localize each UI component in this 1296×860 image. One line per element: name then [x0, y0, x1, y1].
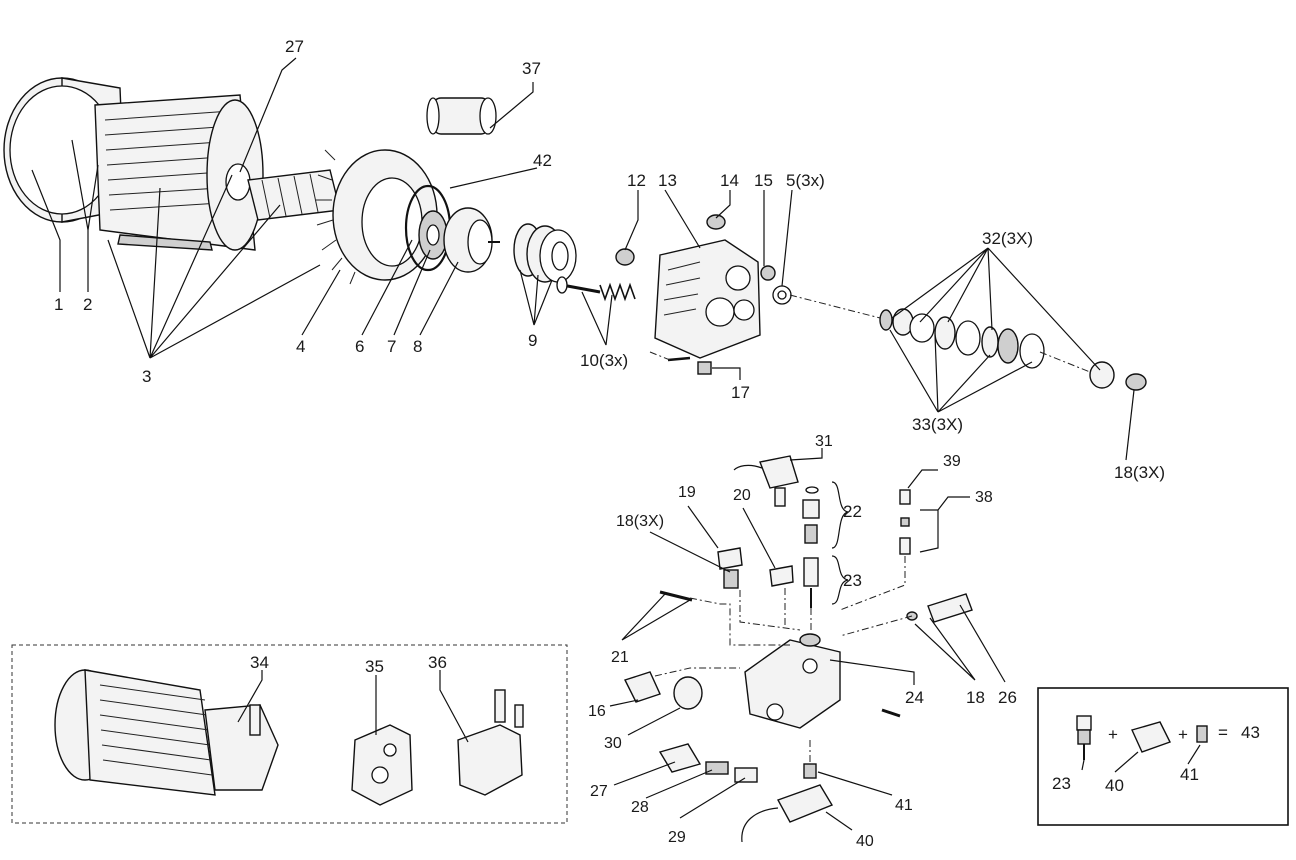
kit-label-41: 41	[1180, 765, 1199, 784]
pump-head-35	[351, 724, 413, 806]
plug-19	[717, 547, 743, 589]
callout-36: 36	[428, 653, 447, 672]
callout-20: 20	[733, 487, 751, 504]
kit-box	[1037, 687, 1289, 826]
callout-24: 24	[905, 688, 924, 707]
callout-18-right: 18(3X)	[1114, 463, 1165, 482]
callout-8: 8	[413, 337, 422, 356]
callout-21: 21	[611, 649, 629, 666]
callout-17: 17	[731, 383, 750, 402]
callout-27-top: 27	[285, 37, 304, 56]
seal-set-9	[513, 223, 577, 283]
capsule-37	[426, 97, 497, 135]
kit-label-43: 43	[1241, 723, 1260, 742]
piston-spring-10	[556, 276, 636, 302]
callout-18-bottom: 18	[966, 688, 985, 707]
callout-34: 34	[250, 653, 269, 672]
microswitch-31	[733, 455, 799, 507]
elbow-16	[624, 671, 661, 703]
callout-15: 15	[754, 171, 773, 190]
kit-part-40-icon	[1131, 721, 1171, 753]
callout-39: 39	[943, 453, 961, 470]
complete-unit-34	[54, 669, 279, 796]
valve-assembly-36	[457, 689, 524, 796]
injector-38-39	[899, 489, 911, 555]
plug-12	[615, 248, 635, 266]
callout-18-left: 18(3X)	[616, 513, 664, 530]
callout-12: 12	[627, 171, 646, 190]
callout-38: 38	[975, 489, 993, 506]
elbow-27	[658, 743, 702, 773]
plug-14	[706, 214, 726, 230]
kit-plus-2: +	[1178, 725, 1188, 744]
fitting-41	[803, 763, 817, 779]
callout-30: 30	[604, 735, 622, 752]
kit-label-40: 40	[1105, 776, 1124, 795]
callout-32: 32(3X)	[982, 229, 1033, 248]
unloader-22-23	[802, 486, 820, 608]
callout-42: 42	[533, 151, 552, 170]
outlet-26	[906, 593, 973, 623]
plug-15	[760, 265, 776, 281]
callout-14: 14	[720, 171, 739, 190]
box-40	[741, 784, 834, 843]
washer-5	[772, 285, 792, 305]
callout-29: 29	[668, 829, 686, 846]
assembly-inset	[11, 644, 568, 824]
callout-35: 35	[365, 657, 384, 676]
assembly-centerlines	[649, 294, 1091, 762]
plug-20	[769, 565, 794, 587]
callout-9: 9	[528, 331, 537, 350]
callout-13: 13	[658, 171, 677, 190]
kit-label-23: 23	[1052, 774, 1071, 793]
callout-6: 6	[355, 337, 364, 356]
kit-part-41-icon	[1196, 725, 1208, 743]
bearing-7	[418, 210, 448, 260]
leader-lines	[31, 57, 1135, 831]
fitting-21	[659, 590, 693, 602]
kit-plus-1: +	[1108, 725, 1118, 744]
pump-flange-housing	[316, 149, 438, 285]
motor-housing	[94, 94, 264, 251]
callout-23: 23	[843, 571, 862, 590]
callout-19: 19	[678, 484, 696, 501]
callout-31: 31	[815, 433, 833, 450]
kit-equals: =	[1218, 723, 1228, 742]
callout-22: 22	[843, 502, 862, 521]
callout-1: 1	[54, 295, 63, 314]
screw-top	[667, 356, 691, 362]
screw-24	[881, 708, 901, 718]
callout-27-bottom: 27	[590, 783, 608, 800]
callout-3: 3	[142, 367, 151, 386]
callout-41: 41	[895, 797, 913, 814]
wobble-plate-8	[443, 207, 500, 273]
callout-40: 40	[856, 833, 874, 850]
callout-37: 37	[522, 59, 541, 78]
callout-33: 33(3X)	[912, 415, 963, 434]
callout-2: 2	[83, 295, 92, 314]
bolt-17	[697, 361, 712, 375]
callout-4: 4	[296, 337, 305, 356]
callout-10: 10(3x)	[580, 351, 628, 370]
valve-kit-32-33	[879, 308, 1045, 369]
callout-5: 5(3x)	[786, 171, 825, 190]
callout-26: 26	[998, 688, 1017, 707]
kit-part-23-icon	[1076, 715, 1092, 760]
manifold-24	[744, 633, 841, 729]
callout-16: 16	[588, 703, 606, 720]
callout-labels: 1 2 3 27 37 42 4 6 7 8 9 10(3x) 12 13 14…	[54, 37, 1260, 850]
pump-head-13	[654, 239, 761, 359]
callout-7: 7	[387, 337, 396, 356]
fitting-28-29	[705, 761, 758, 783]
callout-28: 28	[631, 799, 649, 816]
gauge-30	[673, 676, 703, 710]
check-valve-18r	[1089, 361, 1147, 391]
